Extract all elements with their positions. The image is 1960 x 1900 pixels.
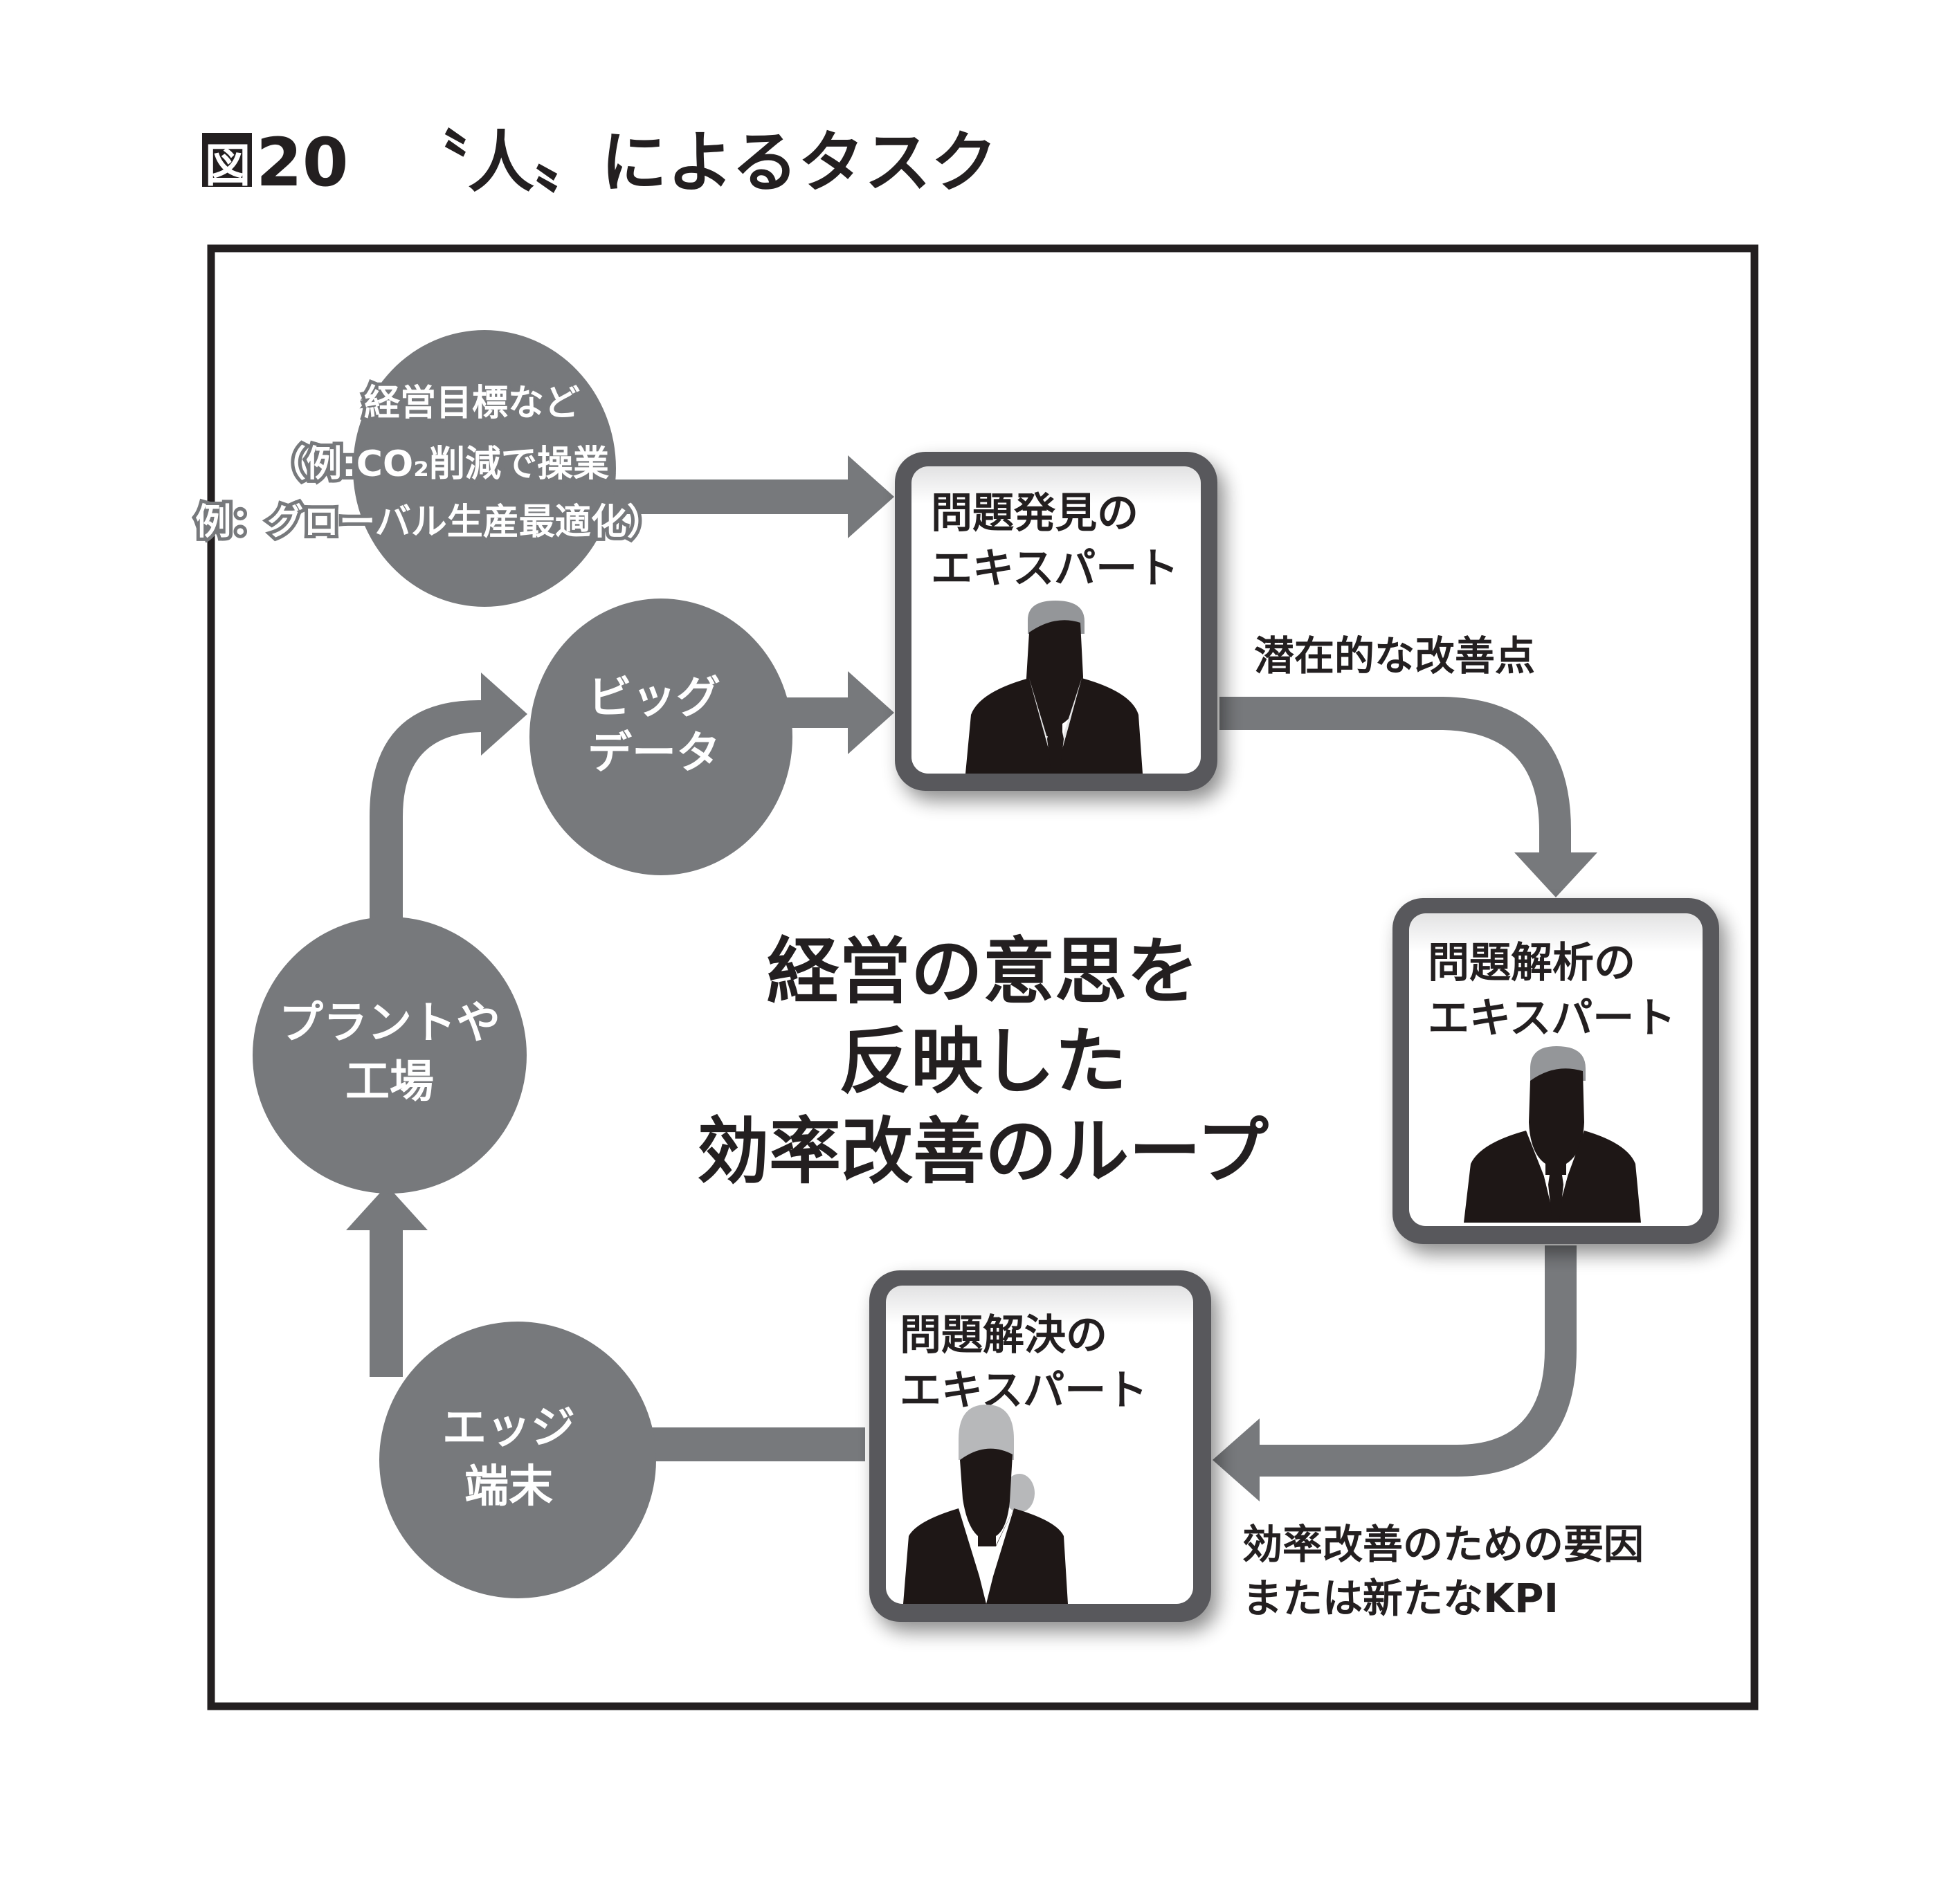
circle-goals: 経営目標など （例:CO₂削減で操業 例：グローバル生産最適化） <box>192 330 666 607</box>
plant-line-2: 工場 <box>345 1057 434 1108</box>
plant-circle-shape <box>253 917 527 1194</box>
figure-badge-char: 図 <box>205 139 251 192</box>
goals-line-1: 経営目標など <box>364 383 580 424</box>
analysis-line-1: 問題解析の <box>1428 939 1635 987</box>
man-icon <box>965 601 1143 774</box>
goals-circle-shape <box>353 330 616 607</box>
goals-line-2: （例:CO₂削減で操業 <box>270 444 609 485</box>
big-data-line-1: ビッグ <box>588 673 720 724</box>
discovery-line-2: エキスパート <box>931 545 1179 593</box>
arrow-analysis-to-solution <box>1213 1245 1577 1501</box>
plant-line-1: プラントや <box>279 998 500 1049</box>
edge-line-2: 端末 <box>464 1461 553 1513</box>
arrow-bigdata-to-discovery <box>775 671 894 754</box>
solution-line-2: エキスパート <box>900 1367 1147 1415</box>
center-line-3: 効率改善のループ <box>697 1109 1269 1194</box>
center-line-1: 経営の意思を <box>767 929 1199 1014</box>
arrow-discovery-to-analysis <box>1219 697 1597 897</box>
man-icon <box>1464 1046 1641 1223</box>
goals-line-3: 例：グローバル生産最適化） <box>195 502 662 543</box>
arrow-goals-to-discovery <box>609 455 894 538</box>
figure-title-text: 〝人〟によるタスク <box>401 124 997 201</box>
figure-number: 20 <box>256 124 349 201</box>
edge-line-1: エッジ <box>442 1403 575 1454</box>
solution-line-1: 問題解決の <box>900 1311 1107 1360</box>
circle-plant: プラントや 工場 <box>253 917 527 1194</box>
analysis-line-2: エキスパート <box>1428 994 1676 1043</box>
center-line-2: 反映した <box>839 1019 1127 1104</box>
arrow-edge-to-plant <box>346 1185 428 1377</box>
label-factors-line-2: または新たなKPI <box>1242 1575 1559 1622</box>
circle-big-data: ビッグ データ <box>529 599 792 875</box>
arrows <box>346 455 1597 1501</box>
arrow-plant-to-bigdata <box>370 673 527 920</box>
label-factors-line-1: 効率改善のための要因 <box>1242 1521 1644 1568</box>
circle-edge: エッジ 端末 <box>379 1322 656 1598</box>
edge-circle-shape <box>379 1322 656 1598</box>
label-potential-improvements: 潜在的な改善点 <box>1254 632 1535 679</box>
arrow-solution-to-edge <box>535 1405 865 1488</box>
big-data-line-2: データ <box>588 728 720 779</box>
woman-icon <box>903 1405 1068 1604</box>
discovery-line-1: 問題発見の <box>931 489 1138 538</box>
figure-title: 図 20 〝人〟によるタスク <box>202 124 997 201</box>
figure-badge <box>202 133 252 187</box>
big-data-circle-shape <box>529 599 792 875</box>
diagram-frame <box>207 244 1759 1710</box>
